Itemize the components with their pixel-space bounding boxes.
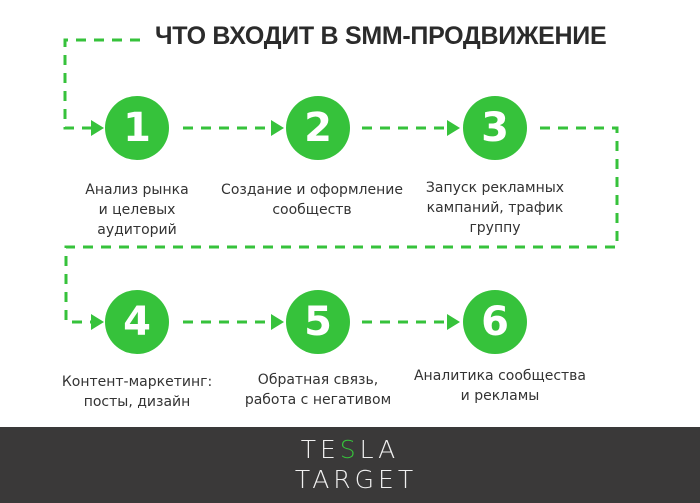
step-6-label: Аналитика сообщества и рекламы — [400, 366, 600, 406]
logo-accent-s: S — [339, 435, 360, 464]
label-line: и целевых — [98, 202, 176, 218]
label-line: Запуск рекламных — [425, 180, 565, 196]
step-6-badge: 6 — [463, 290, 527, 354]
label-line: Контент-маркетинг: — [61, 374, 213, 390]
label-line: Аналитика сообщества — [413, 368, 587, 384]
step-1-badge: 1 — [105, 96, 169, 160]
label-line: группу — [469, 220, 521, 236]
label-line: и рекламы — [460, 388, 540, 404]
logo-line-2: TARGET — [294, 465, 418, 494]
step-4-label: Контент-маркетинг: посты, дизайн — [37, 372, 237, 412]
logo-text: LA — [359, 435, 400, 464]
step-5-badge: 5 — [286, 290, 350, 354]
step-4-badge: 4 — [105, 290, 169, 354]
label-line: кампаний, трафик — [426, 200, 564, 216]
label-line: сообществ — [272, 202, 352, 218]
infographic: ЧТО ВХОДИТ В SMM-ПРОДВИЖЕНИЕ 1 Анализ ры… — [37, 22, 619, 412]
label-line: Анализ рынка — [85, 182, 189, 198]
logo-line-1: TESLA — [0, 435, 700, 465]
footer-bar: TESLA TARGET — [0, 427, 700, 503]
step-3-label: Запуск рекламных кампаний, трафик группу — [395, 178, 595, 238]
step-2-badge: 2 — [286, 96, 350, 160]
flow-arrows — [63, 38, 619, 330]
label-line: Обратная связь, — [257, 372, 379, 388]
step-5-label: Обратная связь, работа с негативом — [218, 370, 418, 410]
step-1-label: Анализ рынка и целевых аудиторий — [37, 180, 237, 240]
logo-text: TE — [300, 435, 340, 464]
label-line: работа с негативом — [244, 392, 392, 408]
page-title: ЧТО ВХОДИТ В SMM-ПРОДВИЖЕНИЕ — [155, 22, 607, 50]
label-line: аудиторий — [97, 222, 177, 238]
step-3-badge: 3 — [463, 96, 527, 160]
label-line: посты, дизайн — [83, 394, 191, 410]
label-line: Создание и оформление — [221, 182, 403, 198]
step-2-label: Создание и оформление сообществ — [212, 180, 412, 220]
